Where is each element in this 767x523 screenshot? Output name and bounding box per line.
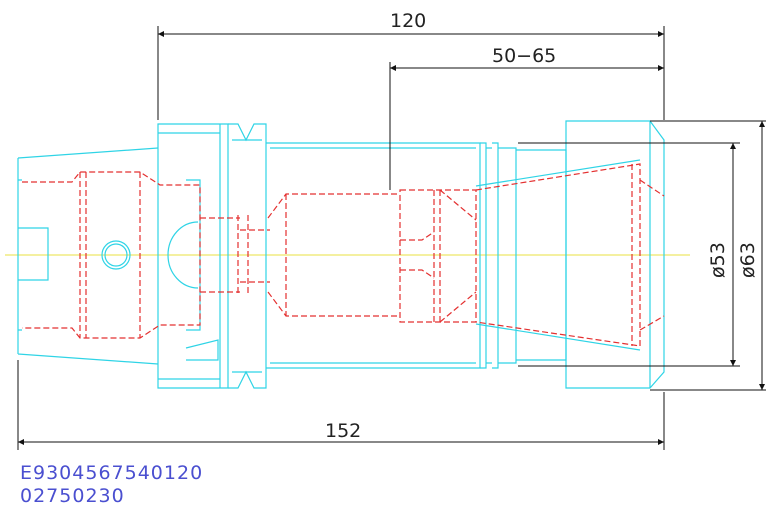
tool-outline [17, 120, 665, 389]
dimension-label-120: 120 [390, 10, 426, 32]
dimension-label-d63: ø63 [737, 242, 759, 278]
part-codes: E9304567540120 02750230 [20, 462, 203, 508]
dimension-label-50-65: 50−65 [492, 45, 556, 67]
dimension-152 [17, 360, 665, 450]
dimension-50-65 [389, 62, 664, 190]
dimension-label-d53: ø53 [707, 242, 729, 278]
dimension-120 [157, 26, 665, 120]
drive-slot [167, 221, 199, 289]
dimension-label-152: 152 [325, 420, 361, 442]
cross-hole [101, 240, 131, 270]
hidden-lines [22, 163, 665, 347]
dimension-d53 [518, 142, 740, 367]
dimension-d63 [650, 120, 766, 391]
part-code-line-2: 02750230 [20, 485, 125, 507]
part-code-line-1: E9304567540120 [20, 462, 204, 484]
